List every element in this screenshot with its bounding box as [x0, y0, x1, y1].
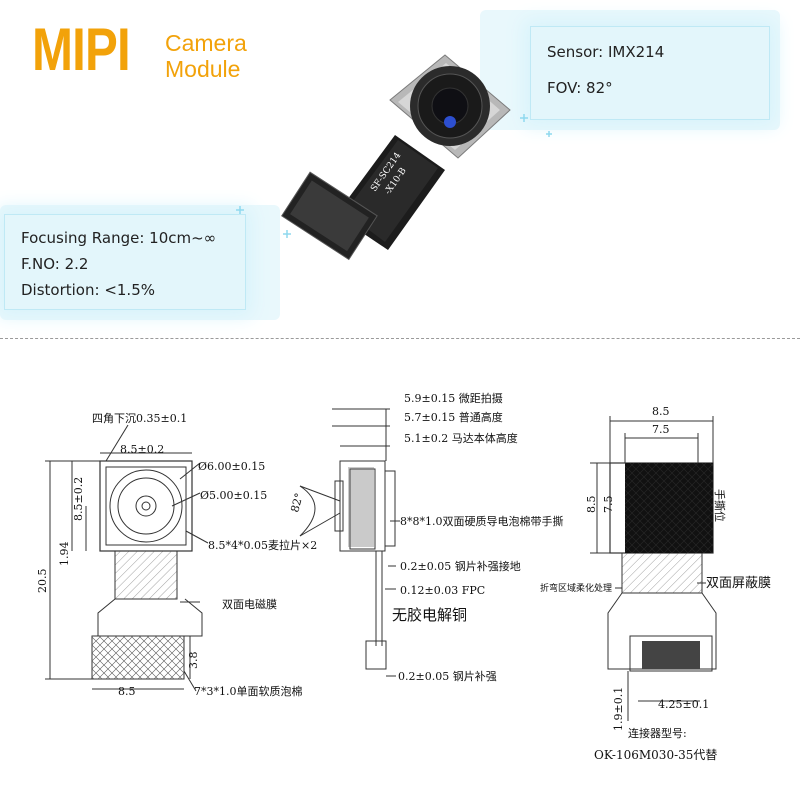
dimension-drawing: 四角下沉0.35±0.1 8.5±0.2 Ø6.00±0.15 Ø5.00±0.… [36, 391, 771, 762]
mipi-logo: MIPI [32, 16, 131, 83]
product-banner: MIPI Camera Module Sensor: IMX214 FOV: 8… [0, 0, 800, 330]
back-outer-height-dim: 8.5 [585, 496, 598, 514]
camera-label-line1: Camera [165, 30, 247, 56]
front-height-dim: 8.5±0.2 [72, 477, 85, 521]
inner-diameter-dim: Ø5.00±0.15 [200, 489, 267, 502]
copper-label: 无胶电解铜 [392, 606, 467, 624]
bend-area-label: 折弯区域柔化处理 [540, 582, 612, 594]
connector-model-label: 连接器型号: [628, 726, 687, 740]
connector-model: OK-106M030-35代替 [594, 748, 717, 762]
fpc-film-label: 双面电磁膜 [222, 598, 277, 611]
camera-label-line2: Module [165, 56, 241, 82]
motor-height-dim: 5.1±0.2 马达本体高度 [404, 431, 518, 445]
shield-film-label: 双面屏蔽膜 [706, 576, 771, 591]
bottom-width-dim: 8.5 [118, 685, 136, 698]
normal-height-dim: 5.7±0.15 普通高度 [404, 410, 503, 424]
optics-spec-card: Focusing Range: 10cm~∞ F.NO: 2.2 Distort… [4, 214, 246, 310]
connector-height-dim: 3.8 [187, 652, 200, 670]
fpc-thickness-label: 0.12±0.03 FPC [400, 584, 485, 597]
fno-spec: F.NO: 2.2 [21, 255, 89, 273]
focus-range-spec: Focusing Range: 10cm~∞ [21, 229, 217, 247]
camera-module-photo: SF-SC214 -X10-B [236, 54, 552, 261]
camera-module-label: Camera Module [165, 30, 247, 82]
macro-height-dim: 5.9±0.15 微距拍摄 [404, 391, 503, 405]
top-width-dim: 8.5±0.2 [120, 443, 164, 456]
distortion-spec: Distortion: <1.5% [21, 281, 155, 299]
connector-width-dim: 4.25±0.1 [658, 698, 709, 711]
sensor-spec-card: Sensor: IMX214 FOV: 82° [530, 26, 770, 120]
back-inner-height-dim: 7.5 [602, 496, 615, 514]
steel-stiffener-label: 0.2±0.05 钢片补强 [398, 670, 497, 683]
foam-label: 7*3*1.0单面软质泡棉 [194, 684, 303, 698]
corner-sink-label: 四角下沉0.35±0.1 [92, 412, 187, 425]
pull-tab-label: 8.5*4*0.05麦拉片×2 [208, 538, 317, 552]
fov-angle-dim: 82° [288, 492, 306, 514]
connector-height-back-dim: 1.9±0.1 [612, 687, 625, 731]
outer-diameter-dim: Ø6.00±0.15 [198, 460, 265, 473]
sensor-spec: Sensor: IMX214 [547, 43, 665, 61]
conductive-tape-label: 8*8*1.0双面硬质导电泡棉带手撕 [400, 514, 564, 528]
back-outer-width-dim: 8.5 [652, 405, 670, 418]
back-inner-width-dim: 7.5 [652, 423, 670, 436]
offset-dim: 1.94 [58, 542, 71, 567]
total-height-dim: 20.5 [36, 569, 49, 594]
technical-drawing: 四角下沉0.35±0.1 8.5±0.2 Ø6.00±0.15 Ø5.00±0.… [0, 338, 800, 801]
fov-spec: FOV: 82° [547, 79, 613, 97]
steel-ground-label: 0.2±0.05 钢片补强接地 [400, 560, 521, 573]
tear-tab-label: 手撕位 [713, 489, 727, 522]
